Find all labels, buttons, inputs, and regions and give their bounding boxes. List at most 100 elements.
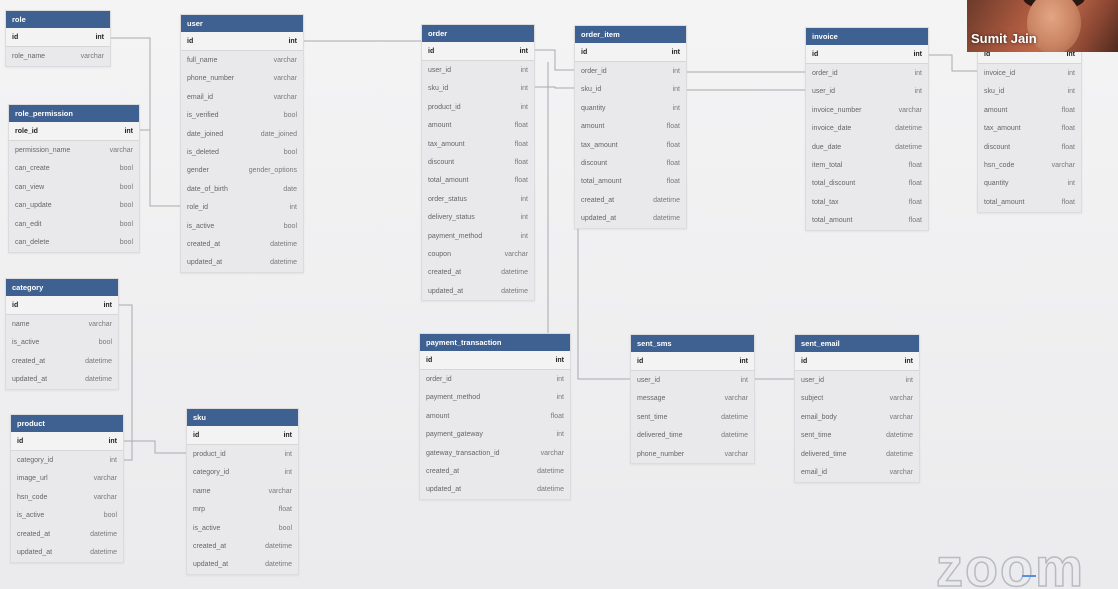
column-row[interactable]: gateway_transaction_idvarchar — [420, 444, 570, 462]
column-row[interactable]: couponvarchar — [422, 245, 534, 263]
column-row[interactable]: updated_atdatetime — [575, 210, 686, 228]
column-row[interactable]: permission_namevarchar — [9, 141, 139, 159]
table-order[interactable]: orderidintuser_idintsku_idintproduct_idi… — [421, 24, 535, 302]
column-row[interactable]: payment_methodint — [422, 227, 534, 245]
table-sent-sms[interactable]: sent_smsidintuser_idintmessagevarcharsen… — [630, 334, 755, 465]
column-row[interactable]: tax_amountfloat — [575, 136, 686, 154]
column-row[interactable]: delivery_statusint — [422, 209, 534, 227]
primary-key-row[interactable]: idint — [181, 32, 303, 52]
column-row[interactable]: date_of_birthdate — [181, 180, 303, 198]
column-row[interactable]: image_urlvarchar — [11, 470, 123, 488]
primary-key-row[interactable]: idint — [11, 432, 123, 452]
column-row[interactable]: full_namevarchar — [181, 51, 303, 69]
column-row[interactable]: discountfloat — [575, 154, 686, 172]
column-row[interactable]: total_amountfloat — [422, 172, 534, 190]
column-row[interactable]: hsn_codevarchar — [978, 156, 1081, 174]
column-row[interactable]: updated_atdatetime — [187, 556, 298, 574]
primary-key-row[interactable]: idint — [795, 352, 919, 372]
column-row[interactable]: payment_methodint — [420, 389, 570, 407]
column-row[interactable]: payment_gatewayint — [420, 426, 570, 444]
table-sku[interactable]: skuidintproduct_idintcategory_idintnamev… — [186, 408, 299, 576]
column-row[interactable]: product_idint — [422, 98, 534, 116]
column-row[interactable]: email_idvarchar — [795, 463, 919, 481]
column-row[interactable]: due_datedatetime — [806, 138, 928, 156]
column-row[interactable]: order_idint — [806, 64, 928, 82]
column-row[interactable]: date_joineddate_joined — [181, 125, 303, 143]
column-row[interactable]: discountfloat — [978, 138, 1081, 156]
column-row[interactable]: category_idint — [11, 451, 123, 469]
column-row[interactable]: is_activebool — [6, 334, 118, 352]
column-row[interactable]: created_atdatetime — [6, 352, 118, 370]
column-row[interactable]: role_idint — [181, 199, 303, 217]
column-row[interactable]: user_idint — [631, 371, 754, 389]
column-row[interactable]: delivered_timedatetime — [631, 427, 754, 445]
column-row[interactable]: order_idint — [575, 62, 686, 80]
column-row[interactable]: namevarchar — [6, 315, 118, 333]
column-row[interactable]: sku_idint — [422, 80, 534, 98]
column-row[interactable]: sent_timedatetime — [631, 408, 754, 426]
column-row[interactable]: role_namevarchar — [6, 47, 110, 65]
column-row[interactable]: updated_atdatetime — [420, 481, 570, 499]
column-row[interactable]: messagevarchar — [631, 390, 754, 408]
column-row[interactable]: amountfloat — [575, 118, 686, 136]
column-row[interactable]: is_deletedbool — [181, 143, 303, 161]
column-row[interactable]: can_updatebool — [9, 197, 139, 215]
column-row[interactable]: updated_atdatetime — [6, 371, 118, 389]
column-row[interactable]: email_bodyvarchar — [795, 408, 919, 426]
column-row[interactable]: invoice_idint — [978, 64, 1081, 82]
column-row[interactable]: subjectvarchar — [795, 390, 919, 408]
column-row[interactable]: discountfloat — [422, 153, 534, 171]
table-order-item[interactable]: order_itemidintorder_idintsku_idintquant… — [574, 25, 687, 229]
table-payment-transaction[interactable]: payment_transactionidintorder_idintpayme… — [419, 333, 571, 501]
column-row[interactable]: sku_idint — [978, 83, 1081, 101]
table-invoice-item[interactable]: idintinvoice_idintsku_idintamountfloatta… — [977, 27, 1082, 213]
primary-key-row[interactable]: idint — [631, 352, 754, 372]
primary-key-row[interactable]: idint — [575, 43, 686, 63]
column-row[interactable]: invoice_numbervarchar — [806, 101, 928, 119]
column-row[interactable]: hsn_codevarchar — [11, 488, 123, 506]
primary-key-row[interactable]: idint — [806, 45, 928, 65]
column-row[interactable]: updated_atdatetime — [422, 282, 534, 300]
table-category[interactable]: categoryidintnamevarcharis_activeboolcre… — [5, 278, 119, 390]
column-row[interactable]: phone_numbervarchar — [631, 445, 754, 463]
column-row[interactable]: product_idint — [187, 445, 298, 463]
column-row[interactable]: user_idint — [806, 83, 928, 101]
primary-key-row[interactable]: idint — [6, 28, 110, 48]
column-row[interactable]: is_activebool — [187, 519, 298, 537]
column-row[interactable]: is_activebool — [181, 217, 303, 235]
column-row[interactable]: order_statusint — [422, 190, 534, 208]
column-row[interactable]: total_amountfloat — [978, 193, 1081, 211]
column-row[interactable]: total_amountfloat — [806, 212, 928, 230]
column-row[interactable]: category_idint — [187, 464, 298, 482]
primary-key-row[interactable]: idint — [420, 351, 570, 371]
primary-key-row[interactable]: role_idint — [9, 122, 139, 142]
column-row[interactable]: quantityint — [575, 99, 686, 117]
column-row[interactable]: email_idvarchar — [181, 88, 303, 106]
column-row[interactable]: is_verifiedbool — [181, 107, 303, 125]
column-row[interactable]: order_idint — [420, 370, 570, 388]
primary-key-row[interactable]: idint — [422, 42, 534, 62]
column-row[interactable]: total_taxfloat — [806, 193, 928, 211]
column-row[interactable]: created_atdatetime — [575, 191, 686, 209]
column-row[interactable]: can_createbool — [9, 160, 139, 178]
column-row[interactable]: created_atdatetime — [187, 537, 298, 555]
column-row[interactable]: can_editbool — [9, 215, 139, 233]
table-invoice[interactable]: invoiceidintorder_idintuser_idintinvoice… — [805, 27, 929, 231]
column-row[interactable]: total_amountfloat — [575, 173, 686, 191]
table-role-permission[interactable]: role_permissionrole_idintpermission_name… — [8, 104, 140, 253]
table-role[interactable]: roleidintrole_namevarchar — [5, 10, 111, 67]
column-row[interactable]: tax_amountfloat — [422, 135, 534, 153]
column-row[interactable]: amountfloat — [978, 101, 1081, 119]
column-row[interactable]: updated_atdatetime — [181, 254, 303, 272]
column-row[interactable]: mrpfloat — [187, 501, 298, 519]
column-row[interactable]: tax_amountfloat — [978, 120, 1081, 138]
column-row[interactable]: updated_atdatetime — [11, 543, 123, 561]
column-row[interactable]: created_atdatetime — [181, 235, 303, 253]
column-row[interactable]: quantityint — [978, 175, 1081, 193]
column-row[interactable]: namevarchar — [187, 482, 298, 500]
column-row[interactable]: phone_numbervarchar — [181, 70, 303, 88]
column-row[interactable]: user_idint — [422, 61, 534, 79]
primary-key-row[interactable]: idint — [6, 296, 118, 316]
column-row[interactable]: can_viewbool — [9, 178, 139, 196]
column-row[interactable]: invoice_datedatetime — [806, 120, 928, 138]
